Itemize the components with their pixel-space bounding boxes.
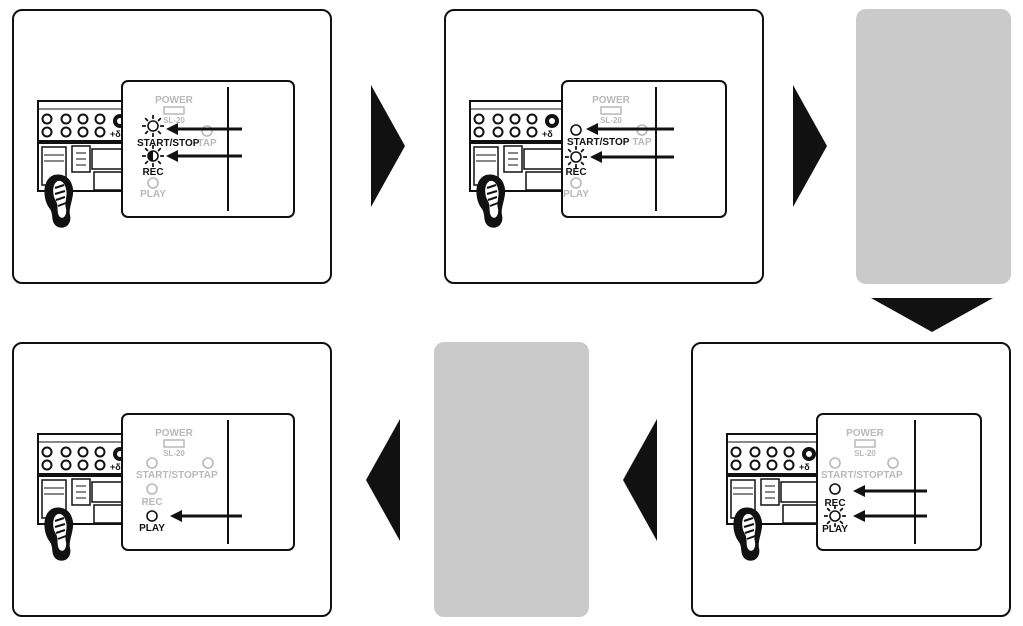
play-label: PLAY [140, 189, 166, 200]
play-label: PLAY [563, 189, 589, 200]
pedal-unit [726, 433, 824, 562]
power-label: POWER [592, 95, 631, 106]
step-placeholder [856, 9, 1011, 284]
model-label: SL-20 [854, 449, 876, 458]
pedal-unit [37, 100, 135, 229]
start-stop-label: START/STOP [567, 137, 630, 148]
indicator-arrowhead-icon [853, 510, 865, 522]
power-led [163, 439, 185, 448]
play-led [147, 177, 159, 189]
play-led [829, 510, 841, 522]
step-4-panel: POWER SL-20 START/STOP TAP REC PLAY [12, 342, 332, 617]
flow-arrow-right-icon [371, 85, 405, 207]
start-stop-led [829, 457, 841, 469]
step-2-illustration: POWER SL-20 START/STOP TAP REC PLAY [469, 80, 727, 229]
play-led [570, 177, 582, 189]
zoom-callout [561, 80, 727, 218]
power-label: POWER [155, 95, 194, 106]
step-1-illustration: POWER SL-20 START/STOP TAP REC PLAY [37, 80, 295, 229]
pedal-unit [37, 433, 135, 562]
indicator-arrowhead-icon [166, 123, 178, 135]
indicator-arrowhead-icon [586, 123, 598, 135]
tap-label: TAP [632, 137, 652, 148]
start-stop-label: START/STOP [137, 138, 200, 149]
model-label: SL-20 [163, 116, 185, 125]
step-placeholder [434, 342, 589, 617]
rec-label: REC [142, 167, 163, 178]
flow-arrow-left-icon [366, 419, 400, 541]
zoom-callout [121, 413, 295, 551]
indicator-arrowhead-icon [166, 150, 178, 162]
indicator-arrowhead-icon [590, 151, 602, 163]
pedal-unit [469, 100, 567, 229]
indicator-arrowhead-icon [170, 510, 182, 522]
start-stop-led [570, 124, 582, 136]
start-stop-led [146, 457, 158, 469]
step-3-panel: POWER SL-20 START/STOP TAP REC PLAY [691, 342, 1011, 617]
play-label: PLAY [139, 523, 165, 534]
model-label: SL-20 [163, 449, 185, 458]
start-stop-label: START/STOP [821, 470, 884, 481]
step-2-panel: POWER SL-20 START/STOP TAP REC PLAY [444, 9, 764, 284]
flow-arrow-left-icon [623, 419, 657, 541]
tap-label: TAP [883, 470, 903, 481]
power-led [163, 106, 185, 115]
rec-label: REC [141, 497, 162, 508]
start-stop-led [147, 120, 159, 132]
start-stop-label: START/STOP [136, 470, 199, 481]
power-label: POWER [155, 428, 194, 439]
step-1-panel: POWER SL-20 START/STOP TAP REC PLAY [12, 9, 332, 284]
rec-led [146, 483, 158, 495]
tap-led [887, 457, 899, 469]
rec-led [829, 483, 841, 495]
rec-led [570, 151, 582, 163]
power-led [600, 106, 622, 115]
tap-led [202, 457, 214, 469]
indicator-arrowhead-icon [853, 485, 865, 497]
power-led [854, 439, 876, 448]
flow-arrow-down-icon [871, 298, 993, 332]
tap-label: TAP [198, 470, 218, 481]
rec-label: REC [824, 498, 845, 509]
power-label: POWER [846, 428, 885, 439]
play-label: PLAY [822, 524, 848, 535]
step-4-illustration: POWER SL-20 START/STOP TAP REC PLAY [37, 413, 295, 562]
rec-led-half-fill [148, 151, 153, 161]
play-led [146, 510, 158, 522]
tap-label: TAP [197, 138, 217, 149]
model-label: SL-20 [600, 116, 622, 125]
step-3-illustration: POWER SL-20 START/STOP TAP REC PLAY [726, 413, 982, 562]
flow-arrow-right-icon [793, 85, 827, 207]
rec-label: REC [565, 167, 586, 178]
zoom-callout [121, 80, 295, 218]
